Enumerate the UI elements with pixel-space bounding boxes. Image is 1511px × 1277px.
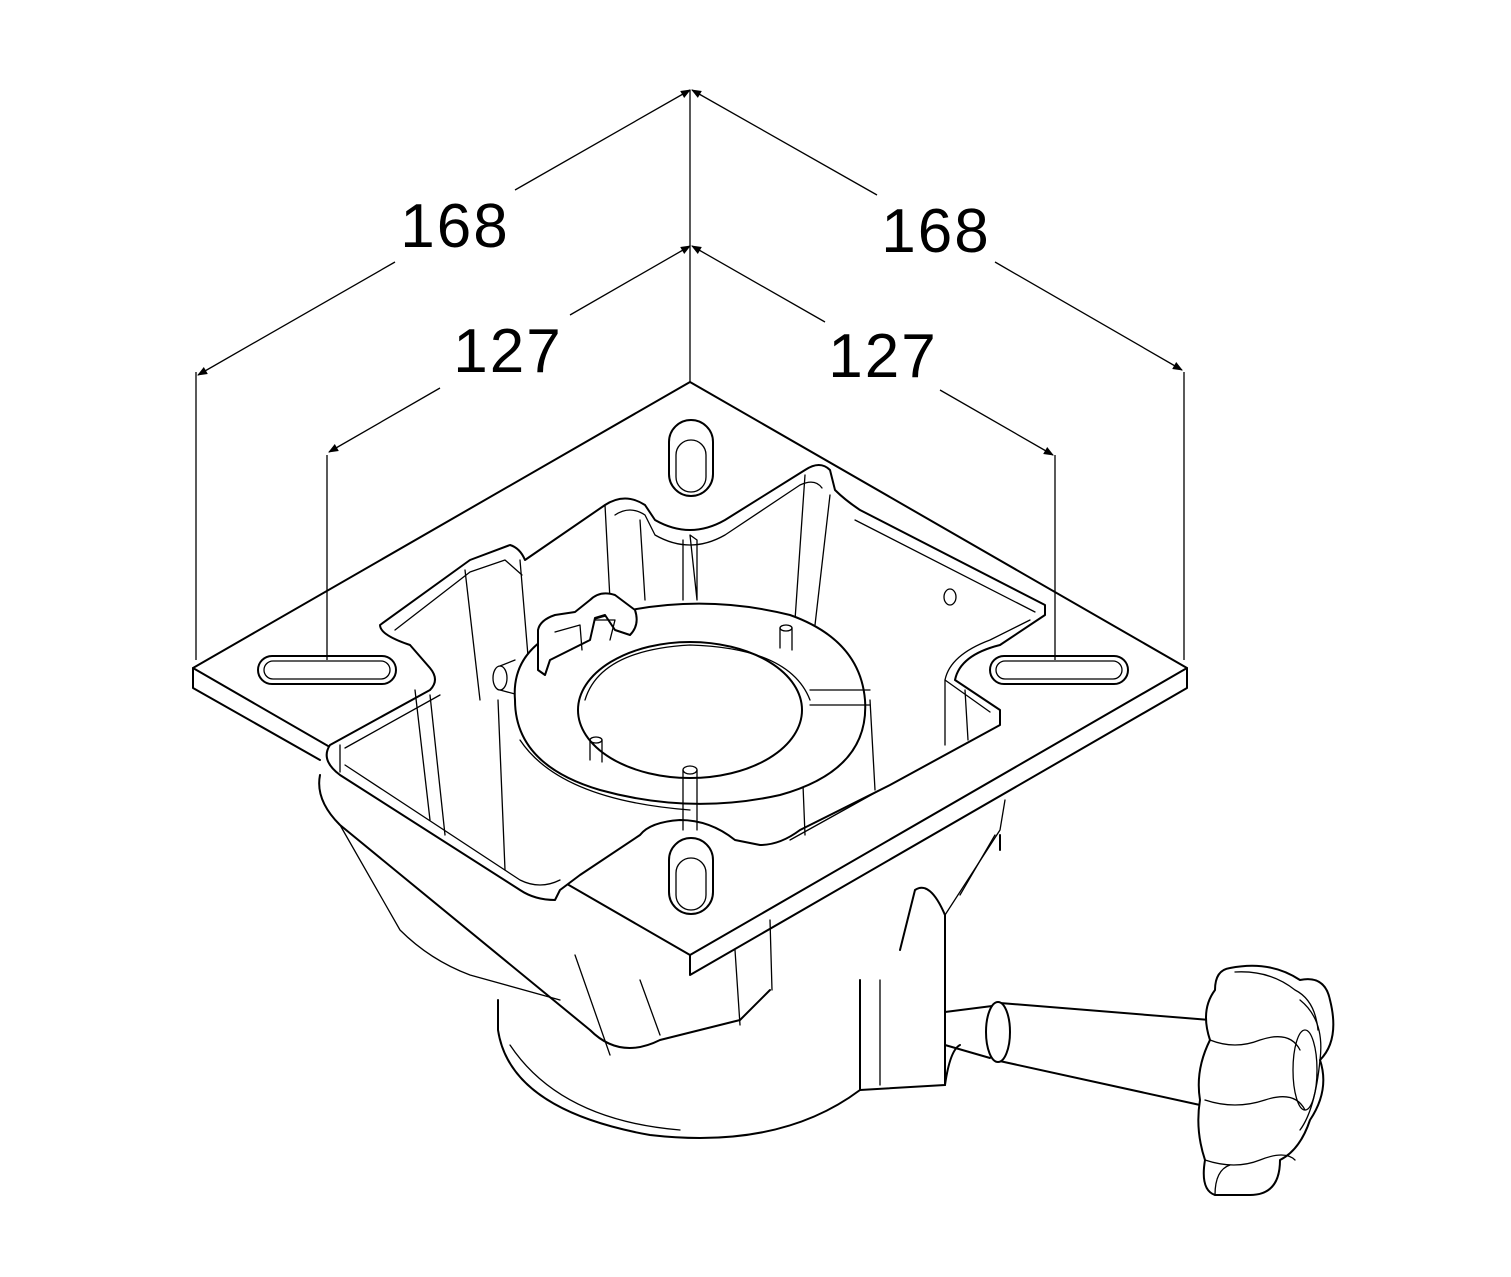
- dimension-lines: [195, 89, 1185, 660]
- swivel-ring: [492, 534, 871, 831]
- locking-knob-handle: [944, 964, 1335, 1196]
- slot-top: [668, 419, 714, 497]
- dimension-outer-left: 168: [400, 192, 509, 261]
- swivel-base-body: [318, 774, 1006, 1139]
- dimension-inner-left: 127: [453, 317, 562, 386]
- dimension-outer-right: 168: [881, 197, 990, 266]
- slot-right: [989, 655, 1129, 685]
- mounting-slots: [257, 419, 1129, 915]
- dimension-inner-right: 127: [828, 322, 937, 391]
- slot-bottom: [668, 837, 714, 915]
